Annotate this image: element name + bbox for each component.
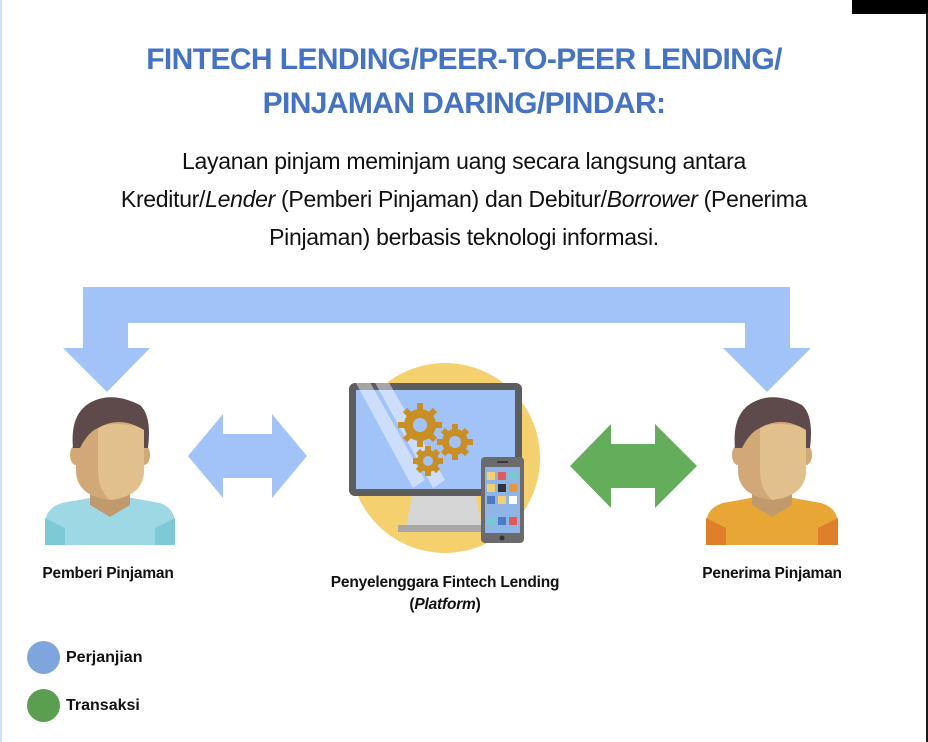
legend-dot-transaction — [27, 689, 60, 722]
borrower-label: Penerima Pinjaman — [702, 565, 842, 582]
platform-label: Penyelenggara Fintech Lending (Platform) — [290, 572, 600, 616]
text: (Penerima — [697, 186, 808, 212]
description-line-1: Layanan pinjam meminjam uang secara lang… — [182, 148, 746, 174]
page-title: FINTECH LENDING/PEER-TO-PEER LENDING/ PI… — [0, 38, 928, 126]
platform-label-line-1: Penyelenggara Fintech Lending — [330, 574, 560, 591]
transaction-double-arrow — [570, 424, 697, 508]
left-border — [0, 0, 2, 742]
legend-dot-agreement — [27, 641, 60, 674]
top-corner-bar — [852, 0, 928, 14]
agreement-bracket-arrow — [63, 287, 811, 392]
title-line-2: PINJAMAN DARING/PINDAR: — [262, 87, 666, 120]
title-line-1: FINTECH LENDING/PEER-TO-PEER LENDING/ — [146, 43, 782, 76]
text: ) — [475, 596, 481, 613]
description-line-3: Pinjaman) berbasis teknologi informasi. — [269, 224, 659, 250]
platform-term: Platform — [414, 596, 476, 613]
text: (Pemberi Pinjaman) dan Debitur/ — [274, 186, 607, 212]
legend-label-transaction: Transaksi — [66, 696, 140, 714]
lender-label: Pemberi Pinjaman — [42, 565, 174, 582]
legend-label-agreement: Perjanjian — [66, 648, 143, 666]
right-border — [926, 0, 928, 742]
text: ( — [409, 596, 415, 613]
legend-item-agreement: Perjanjian — [27, 641, 142, 674]
text: Kreditur/ — [120, 186, 206, 212]
borrower-person-icon — [706, 397, 838, 545]
description: Layanan pinjam meminjam uang secara lang… — [0, 142, 928, 256]
platform-computer-icon — [349, 363, 540, 553]
agreement-double-arrow — [188, 414, 307, 498]
smartphone-icon — [481, 457, 524, 543]
lender-term: Lender — [205, 186, 275, 212]
description-line-2: Kreditur/Lender (Pemberi Pinjaman) dan D… — [0, 180, 928, 218]
lender-person-icon — [45, 397, 175, 545]
borrower-term: Borrower — [606, 186, 698, 212]
legend-item-transaction: Transaksi — [27, 689, 140, 722]
